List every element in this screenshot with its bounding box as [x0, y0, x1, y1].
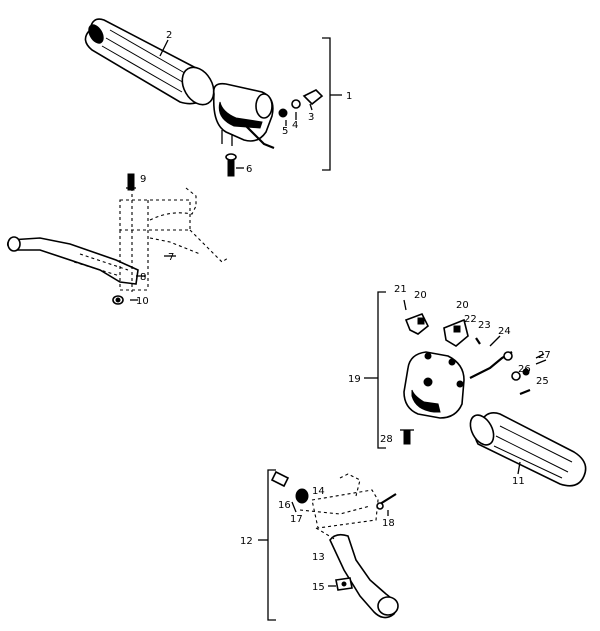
group-bracket	[322, 37, 331, 171]
callout-25: 25	[536, 376, 549, 387]
callout-20a: 20	[414, 290, 427, 301]
callout-16: 16	[278, 500, 291, 511]
screw-part	[225, 153, 237, 177]
washer-part	[278, 108, 288, 118]
callout-23: 23	[478, 320, 491, 331]
nut-part	[291, 99, 301, 109]
group-bracket-12	[267, 469, 276, 621]
callout-15: 15	[312, 582, 325, 593]
callout-labels: 1 2 3 4 5 6 7 8 9 10 11 12 13 14 15 16 1…	[136, 30, 551, 593]
callout-22: 22	[464, 314, 477, 325]
callout-20b: 20	[456, 300, 469, 311]
callout-26: 26	[518, 364, 531, 375]
throttle-grip	[84, 18, 215, 106]
callout-4: 4	[292, 120, 298, 131]
callout-1: 1	[346, 91, 352, 102]
callout-6: 6	[246, 164, 252, 175]
callout-14: 14	[312, 486, 325, 497]
callout-17: 17	[290, 514, 303, 525]
callout-27: 27	[538, 350, 551, 361]
callout-11: 11	[512, 476, 525, 487]
callout-3: 3	[308, 112, 314, 123]
callout-19: 19	[348, 374, 361, 385]
callout-28: 28	[380, 434, 393, 445]
callout-5: 5	[282, 126, 288, 137]
callout-9: 9	[140, 174, 146, 185]
group-bracket-19	[377, 291, 386, 449]
callout-10: 10	[136, 296, 149, 307]
left-lever-assembly	[6, 173, 229, 305]
callout-13: 13	[312, 552, 325, 563]
callout-18: 18	[382, 518, 395, 529]
callout-24: 24	[498, 326, 511, 337]
lower-lever-assembly	[258, 469, 399, 621]
callout-8: 8	[140, 272, 146, 283]
throttle-assembly	[84, 18, 342, 177]
callout-2: 2	[166, 30, 172, 41]
callout-21: 21	[394, 284, 407, 295]
callout-12: 12	[240, 536, 253, 547]
switch-assembly	[364, 291, 547, 449]
right-grip	[469, 412, 587, 487]
cable-end-part	[302, 89, 324, 106]
callout-7: 7	[168, 252, 174, 263]
throttle-housing	[212, 82, 275, 150]
